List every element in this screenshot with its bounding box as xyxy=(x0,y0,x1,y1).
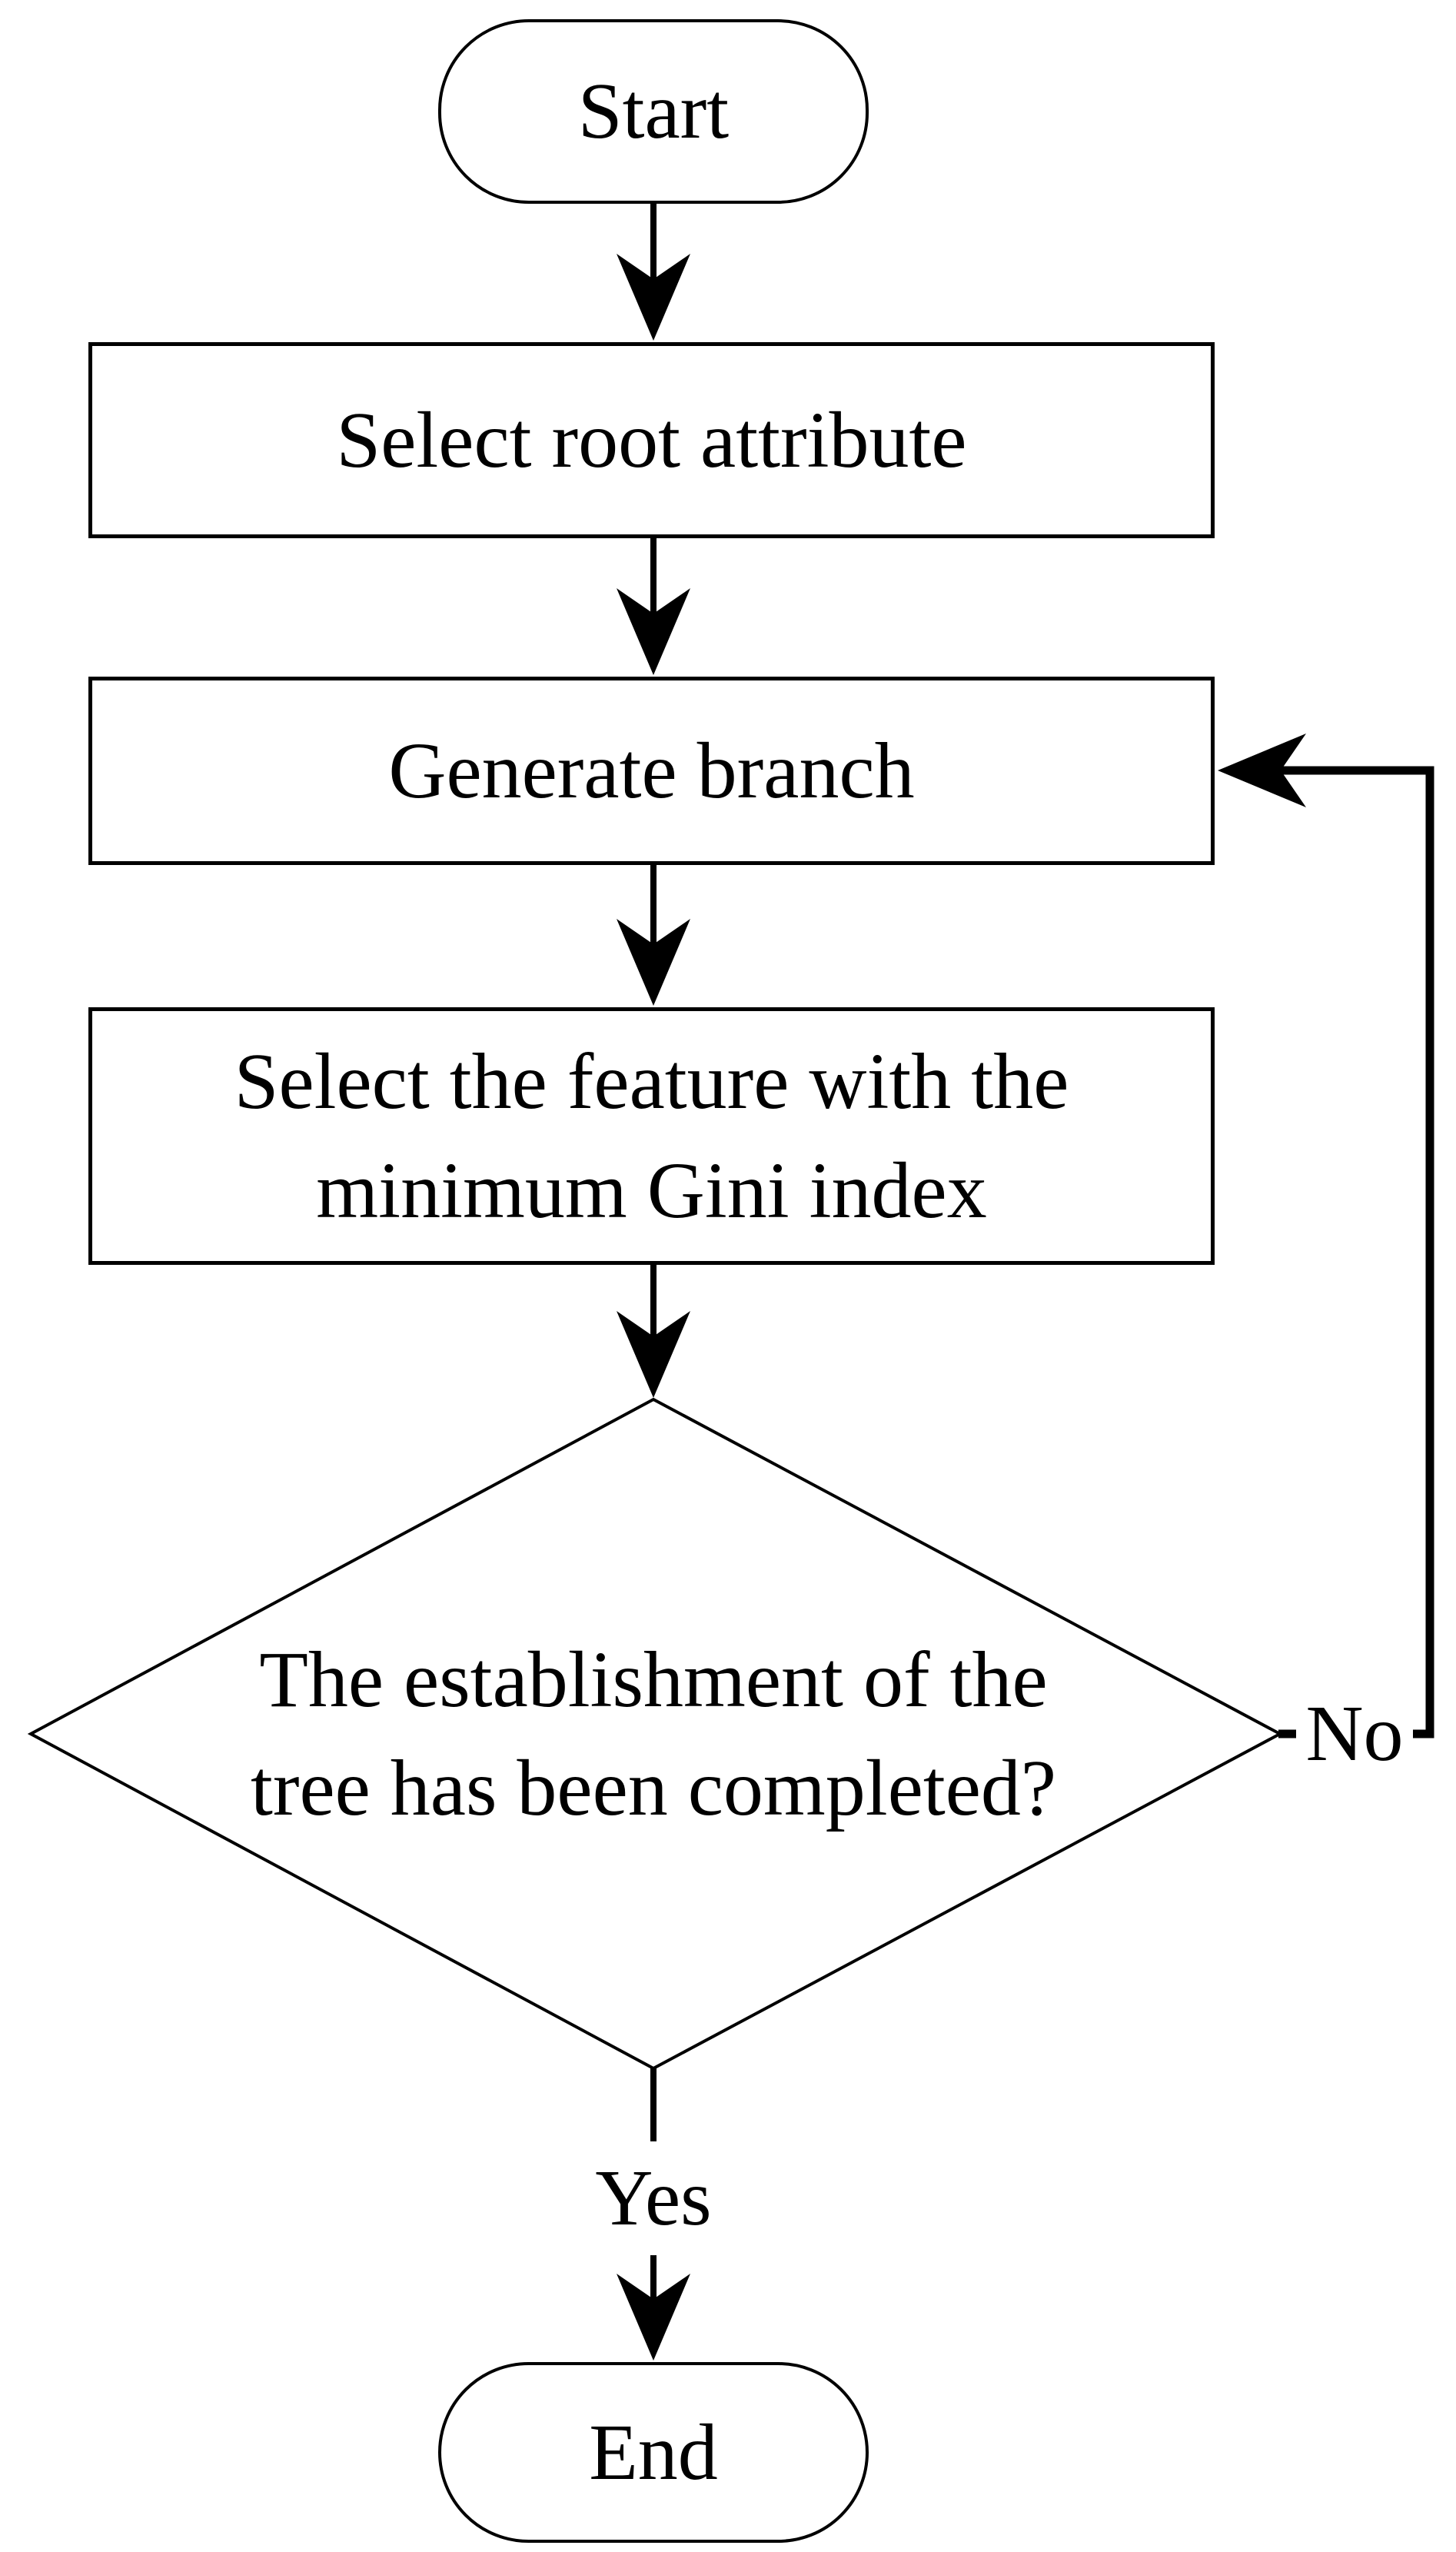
node-generate-branch: Generate branch xyxy=(88,677,1215,865)
node-select-root-attribute: Select root attribute xyxy=(88,342,1215,538)
node-decision: The establishment of the tree has been c… xyxy=(173,1611,1134,1857)
node-start-label: Start xyxy=(577,67,730,156)
arrowhead-down-icon xyxy=(617,254,690,341)
no-loop-connector xyxy=(1218,734,1434,1738)
arrowhead-left-icon xyxy=(1218,734,1306,807)
arrowhead-down-icon xyxy=(617,919,690,1006)
node-select-root-attribute-label: Select root attribute xyxy=(336,395,967,484)
arrow-select-root-to-generate-branch xyxy=(617,538,690,675)
node-decision-label: The establishment of the tree has been c… xyxy=(250,1635,1057,1832)
arrowhead-down-icon xyxy=(617,588,690,675)
arrow-start-to-select-root xyxy=(617,202,690,341)
edge-label-yes-text: Yes xyxy=(595,2154,712,2242)
arrow-generate-branch-to-select-feature xyxy=(617,865,690,1006)
node-generate-branch-label: Generate branch xyxy=(388,726,915,815)
edge-label-no: No xyxy=(1296,1676,1413,1792)
node-select-feature-min-gini-label: Select the feature with the minimum Gini… xyxy=(234,1037,1069,1235)
arrowhead-down-icon xyxy=(617,1311,690,1398)
edge-label-yes: Yes xyxy=(560,2141,747,2255)
arrowhead-down-icon xyxy=(617,2274,690,2361)
node-select-feature-min-gini: Select the feature with the minimum Gini… xyxy=(88,1007,1215,1265)
node-end: End xyxy=(438,2362,869,2543)
yes-connector xyxy=(617,2067,690,2361)
edge-label-no-text: No xyxy=(1305,1689,1404,1778)
node-end-label: End xyxy=(589,2407,718,2497)
arrow-select-feature-to-decision xyxy=(617,1265,690,1398)
node-start: Start xyxy=(438,19,869,204)
